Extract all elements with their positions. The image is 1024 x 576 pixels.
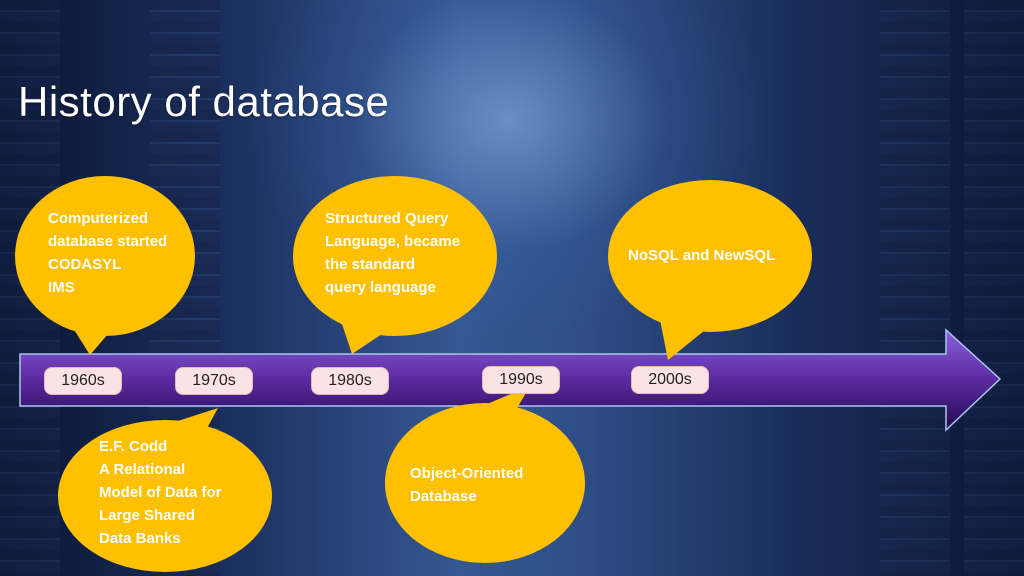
decade-label-1970s: 1970s [175, 367, 253, 395]
slide-title: History of database [18, 78, 390, 125]
bubble-1980s [293, 176, 497, 354]
bubble-line: Object-Oriented [410, 465, 524, 482]
bubble-1970s-text: E.F. Codd A Relational Model of Data for… [99, 435, 222, 550]
bubble-line: Database [410, 488, 477, 505]
bubble-line: query language [325, 279, 436, 296]
bubble-line: the standard [325, 256, 416, 273]
bubble-1990s-text: Object-Oriented Database [410, 462, 523, 508]
server-rack-right-inner [880, 0, 950, 576]
bubble-line: Structured Query [325, 210, 449, 227]
bubble-line: Computerized [48, 210, 149, 227]
bubble-line: IMS [48, 279, 75, 296]
bubble-line: Language, became [325, 233, 461, 250]
bubble-1960s-text: Computerized database started CODASYL IM… [48, 207, 167, 299]
bubble-1970s [58, 408, 272, 572]
bubble-line: NoSQL and NewSQL [628, 247, 776, 264]
bubble-2000s [608, 180, 812, 360]
bubble-1980s-text: Structured Query Language, became the st… [325, 207, 460, 299]
bubble-line: CODASYL [48, 256, 122, 273]
bubble-2000s-text: NoSQL and NewSQL [628, 244, 775, 267]
decade-label-1960s: 1960s [44, 367, 122, 395]
bubble-line: A Relational [99, 461, 186, 478]
decade-label-1990s: 1990s [482, 366, 560, 394]
bubble-line: Data Banks [99, 530, 181, 547]
server-rack-right [964, 0, 1024, 576]
bubble-line: Model of Data for [99, 484, 222, 501]
bubble-line: E.F. Codd [99, 438, 168, 455]
bubble-line: database started [48, 233, 168, 250]
bubble-line: Large Shared [99, 507, 195, 524]
decade-label-2000s: 2000s [631, 366, 709, 394]
bubble-1960s [15, 176, 195, 355]
decade-label-1980s: 1980s [311, 367, 389, 395]
